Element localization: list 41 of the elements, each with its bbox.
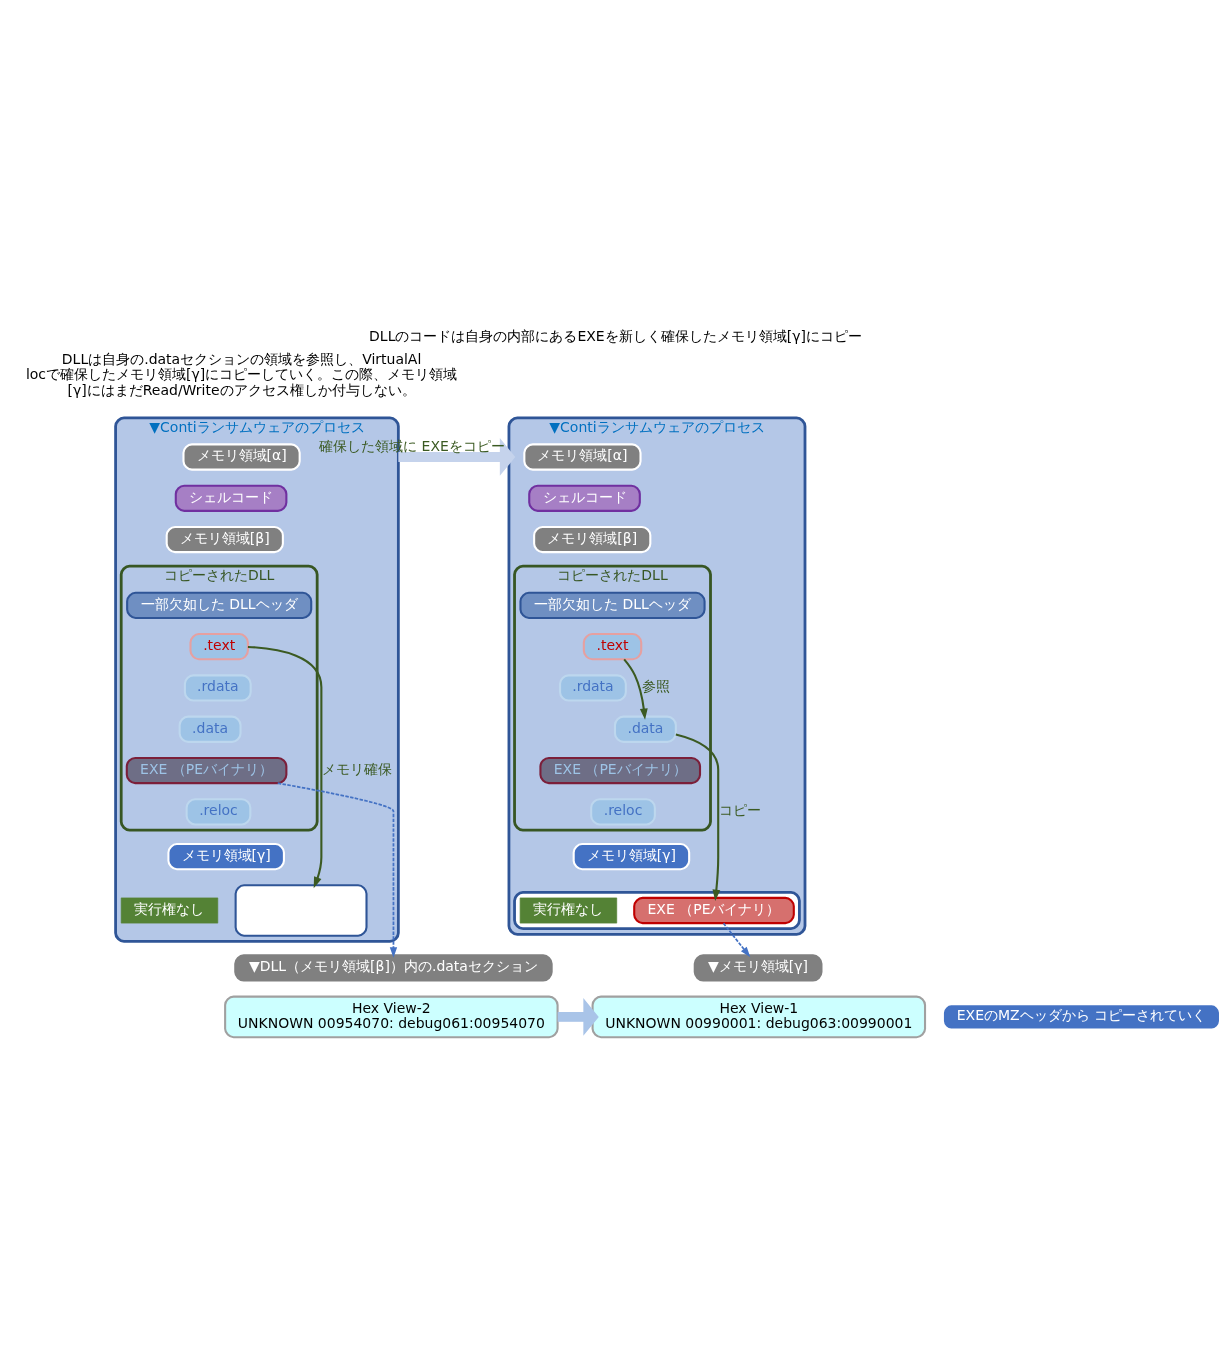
node-box: .data xyxy=(613,715,677,743)
node-box: .reloc xyxy=(590,797,656,825)
edge-label: 参照 xyxy=(642,677,671,694)
node-box: Hex View-1 UNKNOWN 00990001: debug063:00990001 xyxy=(591,995,927,1038)
arrow xyxy=(276,781,398,958)
arrow xyxy=(247,645,323,888)
edge-label: メモリ確保 xyxy=(322,760,393,777)
arrow xyxy=(398,437,516,476)
node-box xyxy=(234,883,368,937)
node-box: メモリ領域[α] xyxy=(182,442,301,471)
node-box: .rdata xyxy=(183,673,252,702)
node-box: シェルコード xyxy=(528,484,641,512)
node-box: .rdata xyxy=(559,673,627,702)
node-box: 一部欠如した DLLヘッダ xyxy=(126,591,313,619)
node-box: EXEのMZヘッダから コピーされていく xyxy=(941,1002,1222,1031)
node-label: 実行権なし xyxy=(134,900,205,917)
node-box: メモリ領域[γ] xyxy=(572,842,691,870)
node-box: EXE （PEバイナリ） xyxy=(125,756,288,784)
node-box: .reloc xyxy=(185,797,252,825)
node-box: EXE （PEバイナリ） xyxy=(633,896,795,924)
node-box: メモリ領域[γ] xyxy=(167,842,285,870)
node-box: .text xyxy=(582,632,643,660)
label: DLLは自身の.dataセクションの領域を参照し、VirtualAllocで確保したメモリ領域[γ]にコピーしていく。この際、メモリ領域[γ]にはまだRead/Writeのアクセス権しか付与しない。 xyxy=(25,350,458,398)
arrow xyxy=(722,922,751,957)
node-box: メモリ領域[β] xyxy=(165,525,284,553)
arrow xyxy=(675,732,721,901)
diagram-title: DLLのコードは自身の内部にあるEXEを新しく確保したメモリ領域[γ]にコピー xyxy=(369,327,862,344)
node-box: EXE （PEバイナリ） xyxy=(539,756,702,784)
arrow xyxy=(623,658,648,720)
node-box: メモリ領域[α] xyxy=(523,442,642,471)
node-box: 一部欠如した DLLヘッダ xyxy=(519,591,706,619)
node-box: メモリ領域[β] xyxy=(533,525,652,553)
node-box: .text xyxy=(189,632,249,660)
node-label: 実行権なし xyxy=(533,900,604,917)
node-box: シェルコード xyxy=(174,484,288,512)
node-box: Hex View-2 UNKNOWN 00954070: debug061:00954070 xyxy=(224,995,559,1038)
node-box: .data xyxy=(178,715,242,743)
edge-label: コピー xyxy=(718,801,761,818)
arrow xyxy=(557,997,599,1036)
node-box: ▼DLL（メモリ領域[β]）内の.dataセクション xyxy=(234,953,553,982)
node-box: ▼メモリ領域[γ] xyxy=(693,953,823,982)
